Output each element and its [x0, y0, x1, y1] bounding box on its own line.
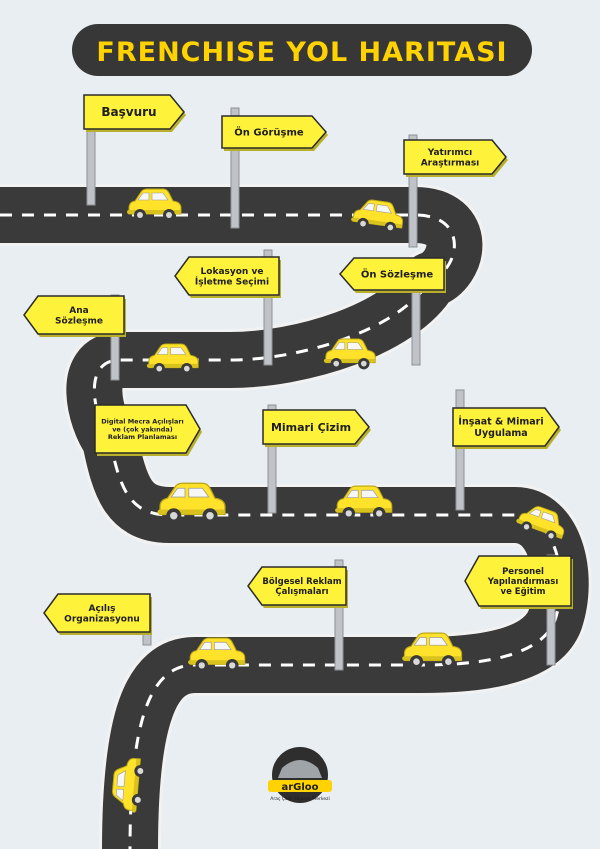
sign-board — [339, 257, 445, 291]
sign-board — [94, 404, 201, 454]
sign-label: Yatırımcı — [427, 148, 472, 158]
sign-board — [174, 256, 280, 296]
sign-board — [23, 295, 125, 335]
sign-mimari-cizim: Mimari Çizim — [262, 409, 371, 447]
sign-label: İnşaat & Mimari — [458, 417, 543, 428]
sign-label: Organizasyonu — [64, 615, 140, 625]
sign-on-sozlesme: Ön Sözleşme — [339, 257, 446, 293]
title-background — [72, 24, 532, 76]
sign-board — [83, 94, 185, 130]
sign-label: Lokasyon ve — [201, 267, 264, 277]
sign-label: Ana — [69, 306, 88, 316]
sign-label: Açılış — [89, 604, 116, 614]
road — [0, 184, 592, 849]
sign-board — [262, 409, 370, 445]
car-icon — [323, 338, 376, 370]
sign-label: Ön Görüşme — [234, 125, 304, 139]
sign-board — [43, 593, 151, 633]
sign-label: ve (çok yakında) — [112, 425, 173, 433]
sign-on-gorusme: Ön Görüşme — [221, 115, 328, 151]
sign-label: Uygulama — [474, 428, 527, 439]
cars — [111, 188, 565, 813]
sign-label: Başvuru — [101, 105, 156, 119]
title-banner: FRENCHISE YOL HARITASI — [72, 24, 532, 76]
sign-label: Bölgesel Reklam — [262, 577, 341, 587]
car-icon — [335, 485, 393, 520]
car-icon — [516, 506, 565, 542]
car-icon — [188, 637, 246, 672]
car-icon — [157, 482, 226, 524]
sign-label: İşletme Seçimi — [195, 277, 269, 288]
sign-label: Reklam Planlaması — [108, 433, 177, 441]
sign-label: Sözleşme — [55, 317, 103, 327]
sign-board — [464, 555, 572, 607]
sign-label: Mimari Çizim — [271, 421, 351, 434]
sign-label: Çalışmaları — [275, 587, 328, 597]
car-icon — [402, 632, 463, 669]
sign-board — [403, 139, 507, 175]
car-icon — [111, 757, 147, 813]
sign-label: Personel — [502, 567, 544, 577]
logo-brand: arGloo — [281, 782, 318, 793]
sign-board — [452, 407, 560, 447]
car-icon — [127, 188, 182, 221]
sign-label: Digital Mecra Açılışları — [101, 417, 184, 425]
car-icon — [146, 343, 199, 375]
logo: arGloo Araç Çelik Onarım Merkezi — [268, 747, 332, 803]
logo-tagline: Araç Çelik Onarım Merkezi — [270, 796, 329, 802]
sign-label: Yapılandırması — [487, 577, 559, 587]
page-title: FRENCHISE YOL HARITASI — [96, 37, 507, 68]
sign-basvuru: Başvuru — [83, 94, 186, 132]
sign-board — [247, 566, 347, 606]
sign-label: ve Eğitim — [501, 587, 546, 597]
sign-board — [221, 115, 327, 149]
car-icon — [351, 199, 404, 234]
sign-label: Ön Sözleşme — [361, 267, 434, 281]
sign-label: Araştırması — [421, 159, 480, 169]
